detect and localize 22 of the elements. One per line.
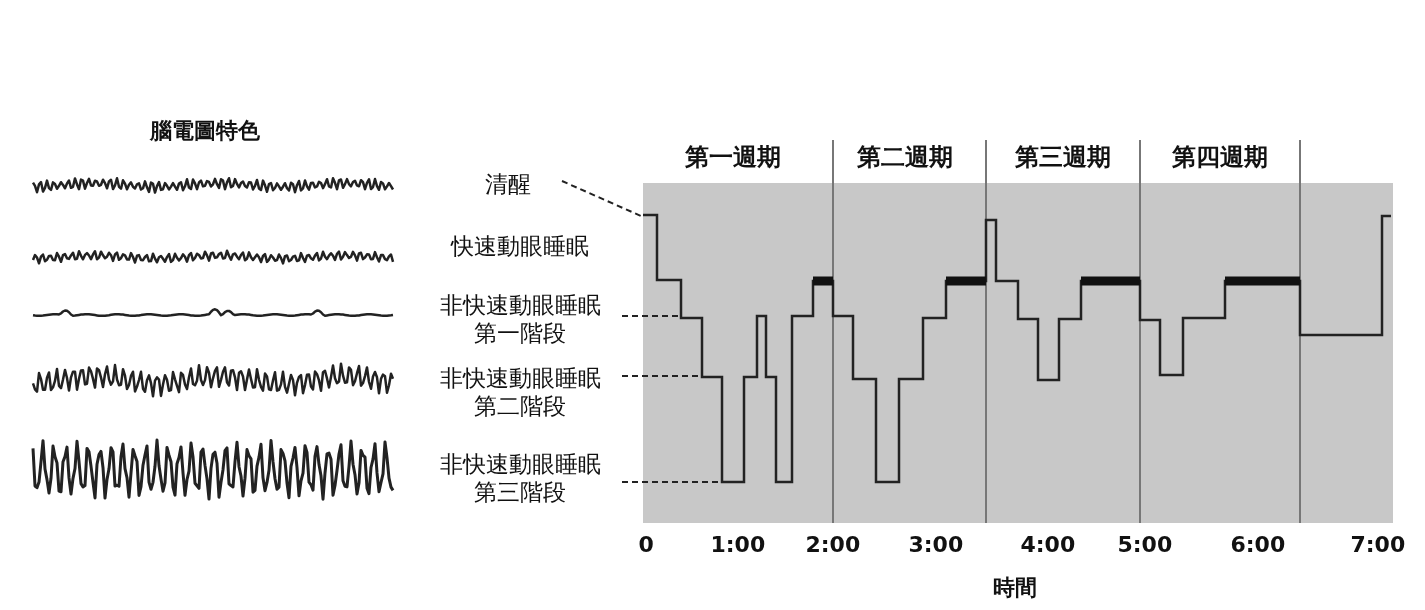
stage-label: 清醒 (478, 171, 538, 199)
stage-label: 非快速動眼睡眠第三階段 (430, 451, 610, 507)
tick-label: 3:00 (908, 532, 964, 559)
stage-label: 非快速動眼睡眠第一階段 (430, 292, 610, 348)
stage-label: 快速動眼睡眠 (451, 233, 589, 261)
tick-label: 0 (638, 532, 654, 559)
tick-label: 7:00 (1350, 532, 1406, 559)
leader-line (621, 481, 721, 483)
tick-label: 4:00 (1020, 532, 1076, 559)
tick-label: 5:00 (1117, 532, 1173, 559)
leader-line (561, 180, 642, 217)
axis-title: 時間 (993, 575, 1037, 602)
tick-label: 2:00 (805, 532, 861, 559)
cycle-label: 第四週期 (1172, 143, 1268, 172)
cycle-label: 第一週期 (685, 143, 781, 172)
leader-line (621, 315, 681, 317)
cycle-label: 第二週期 (857, 143, 953, 172)
tick-label: 6:00 (1230, 532, 1286, 559)
stage-label: 非快速動眼睡眠第二階段 (430, 365, 610, 421)
cycle-label: 第三週期 (1015, 143, 1111, 172)
column-heading: 腦電圖特色 (150, 118, 260, 145)
tick-label: 1:00 (710, 532, 766, 559)
